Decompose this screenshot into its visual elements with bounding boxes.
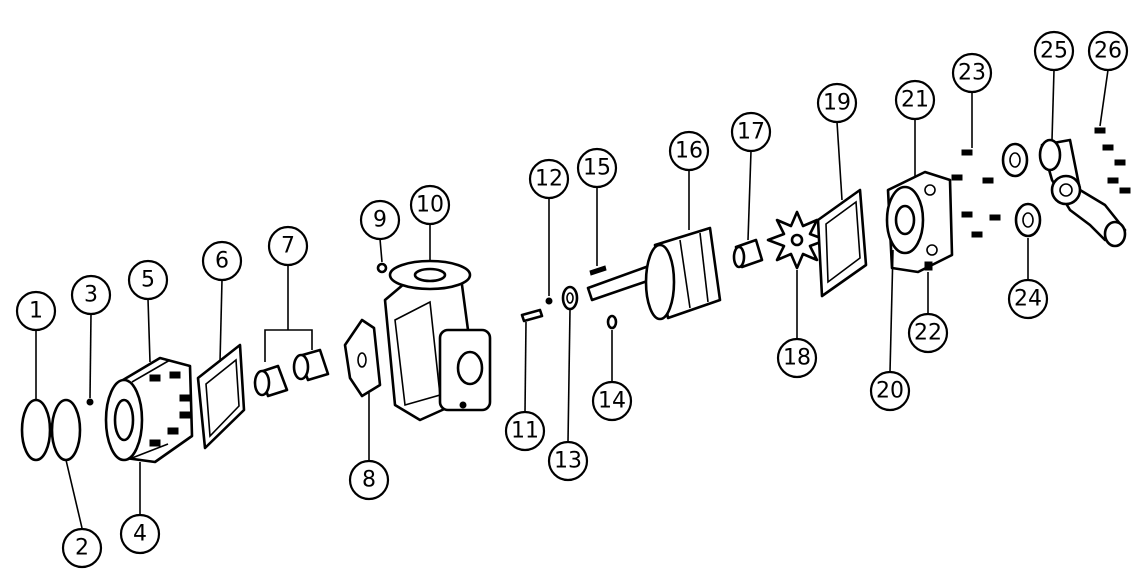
callout-6-label: 6	[215, 249, 229, 274]
callout-9-label: 9	[373, 208, 387, 233]
part-13-washer	[561, 285, 579, 311]
callout-25-label: 25	[1040, 39, 1068, 64]
part-24-flanges	[1001, 142, 1042, 238]
callout-8-label: 8	[362, 468, 376, 493]
callout-12: 12	[528, 158, 570, 200]
leader-lines	[35, 69, 1109, 529]
callout-9: 9	[359, 199, 401, 241]
part-4-5-bearing-housing	[104, 356, 194, 464]
callout-10-label: 10	[416, 193, 444, 218]
callout-20-label: 20	[876, 379, 904, 404]
part-18-impeller	[766, 210, 828, 270]
callout-11-label: 11	[511, 419, 539, 444]
part-16-shaft-rotor	[586, 226, 722, 321]
callout-2: 2	[61, 527, 103, 569]
callout-11: 11	[504, 410, 546, 452]
callout-1-label: 1	[29, 299, 43, 324]
callout-3-label: 3	[84, 283, 98, 308]
part-19-gasket	[816, 188, 868, 298]
callout-15: 15	[576, 147, 618, 189]
callout-12-label: 12	[535, 167, 563, 192]
part-9-screw	[376, 262, 388, 274]
callout-23: 23	[951, 52, 993, 94]
callout-6: 6	[201, 240, 243, 282]
callout-4-label: 4	[133, 522, 147, 547]
callout-18-label: 18	[783, 346, 811, 371]
callout-26: 26	[1087, 30, 1129, 72]
callout-8: 8	[348, 459, 390, 501]
part-1-o-ring	[20, 398, 52, 462]
part-10-pump-casing	[383, 259, 492, 422]
callout-17: 17	[730, 111, 772, 153]
part-3-plug	[86, 398, 94, 406]
callout-13-label: 13	[554, 449, 582, 474]
callout-7-label: 7	[281, 234, 295, 259]
callout-17-label: 17	[737, 120, 765, 145]
callout-19-label: 19	[823, 91, 851, 116]
part-14-ring	[606, 314, 618, 330]
part-12-pin	[545, 297, 553, 305]
callout-13: 13	[547, 440, 589, 482]
callout-4: 4	[119, 513, 161, 555]
part-26-bolts	[1094, 127, 1131, 194]
part-23-bolts	[951, 149, 1001, 238]
part-7-bearings	[253, 348, 330, 398]
callout-20: 20	[869, 370, 911, 412]
callout-22-label: 22	[914, 321, 942, 346]
callout-2-label: 2	[75, 536, 89, 561]
callout-3: 3	[70, 274, 112, 316]
part-17-sleeve	[732, 238, 764, 269]
part-8-bracket	[343, 318, 382, 398]
callout-24-label: 24	[1014, 287, 1042, 312]
part-20-21-end-cover	[885, 170, 954, 274]
callout-14: 14	[591, 380, 633, 422]
part-2-o-ring	[50, 398, 82, 462]
callout-21-label: 21	[901, 88, 929, 113]
callout-23-label: 23	[958, 61, 986, 86]
callout-16-label: 16	[675, 139, 703, 164]
callout-7: 7	[267, 225, 309, 267]
part-15-key	[589, 265, 607, 276]
callout-19: 19	[816, 82, 858, 124]
callout-15-label: 15	[583, 156, 611, 181]
part-25-elbow	[1038, 138, 1127, 248]
callout-5-label: 5	[141, 268, 155, 293]
callout-1: 1	[15, 290, 57, 332]
part-6-gasket	[196, 343, 246, 450]
callout-18: 18	[776, 337, 818, 379]
callout-10: 10	[409, 184, 451, 226]
callout-14-label: 14	[598, 389, 626, 414]
part-11-screw	[520, 308, 544, 323]
callout-24: 24	[1007, 278, 1049, 320]
callout-16: 16	[668, 130, 710, 172]
callout-5: 5	[127, 259, 169, 301]
callout-21: 21	[894, 79, 936, 121]
callout-26-label: 26	[1094, 39, 1122, 64]
part-22-plug	[924, 261, 933, 271]
callout-25: 25	[1033, 30, 1075, 72]
callout-22: 22	[907, 312, 949, 354]
